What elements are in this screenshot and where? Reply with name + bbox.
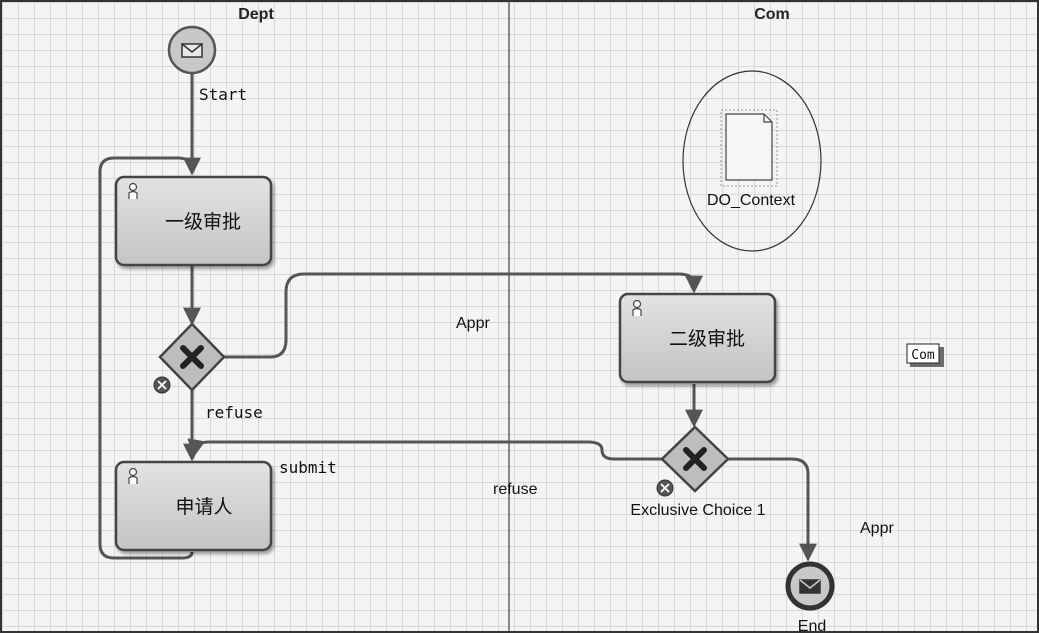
exclusive-x-icon (180, 345, 204, 369)
exclusive-gateway-dept[interactable] (158, 322, 226, 392)
gateway-error-marker-icon (656, 479, 674, 497)
task-second-approval-label: 二级审批 (669, 328, 745, 350)
task-first-approval[interactable] (114, 175, 273, 267)
task-first-approval-label: 一级审批 (165, 211, 241, 233)
flow-label-appr-to-second: Appr (456, 315, 490, 332)
task-applicant[interactable] (114, 460, 273, 552)
exclusive-gateway-com[interactable] (660, 425, 730, 493)
envelope-icon (181, 43, 203, 58)
flow-refuse-from-second[interactable] (187, 438, 664, 461)
task-second-approval[interactable] (618, 292, 777, 384)
end-event-label: End (798, 618, 826, 631)
task-applicant-label: 申请人 (175, 496, 232, 518)
data-object-group[interactable] (682, 70, 822, 252)
user-icon (632, 299, 642, 316)
flow-label-appr-to-end: Appr (860, 520, 894, 537)
gateway-com-label: Exclusive Choice 1 (630, 502, 765, 519)
floating-lane-tag-label: Com (911, 348, 935, 363)
floating-lane-tag[interactable] (906, 343, 944, 367)
flow-label-submit: submit (279, 458, 337, 477)
flow-appr-to-second-approval[interactable] (224, 272, 703, 359)
data-object-label: DO_Context (707, 192, 796, 209)
exclusive-x-icon (683, 447, 707, 471)
start-event-label: Start (199, 85, 247, 104)
user-icon (128, 467, 138, 484)
document-icon (725, 113, 773, 181)
flow-label-refuse-from-second: refuse (493, 481, 538, 498)
flow-applicant-loop-back[interactable] (98, 156, 194, 560)
gateway-error-marker-icon (153, 376, 171, 394)
flow-label-refuse-to-applicant: refuse (205, 403, 263, 422)
start-event[interactable] (167, 25, 217, 75)
flow-appr-to-end[interactable] (726, 457, 817, 562)
lane-title-dept: Dept (238, 6, 274, 23)
user-icon (128, 182, 138, 199)
end-event[interactable] (785, 561, 835, 611)
lane-title-com: Com (754, 6, 790, 23)
envelope-icon (799, 579, 821, 594)
